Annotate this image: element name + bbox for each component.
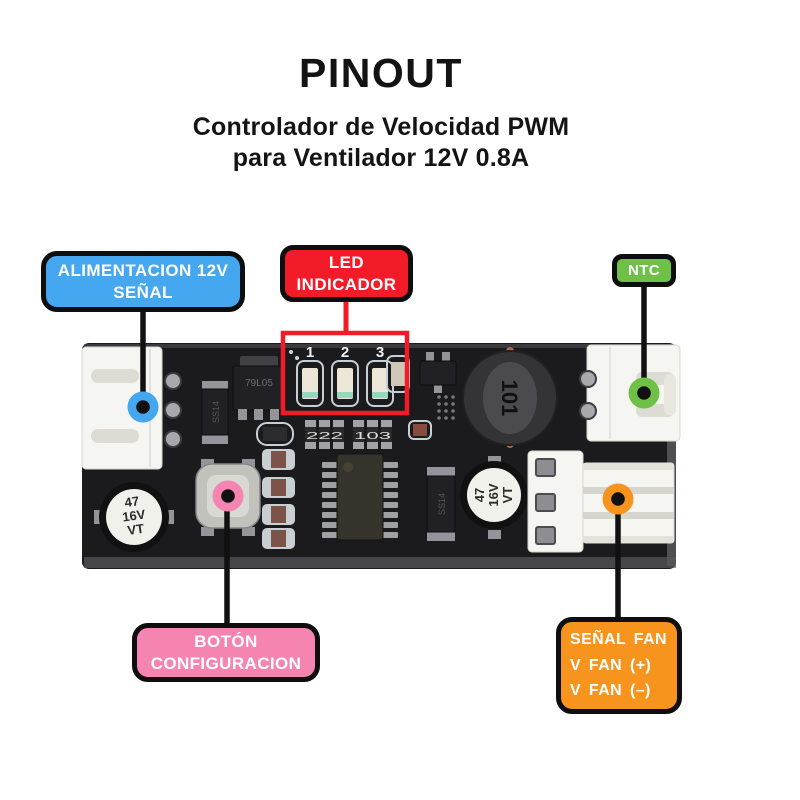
subtitle-line-1: Controlador de Velocidad PWM	[192, 113, 570, 141]
callout-power-line-1: ALIMENTACION 12V	[57, 260, 229, 280]
callout-led-line-1: LED	[328, 252, 365, 272]
inductor: 101	[462, 347, 558, 448]
callout-power-signal: ALIMENTACION 12V SEÑAL	[41, 251, 245, 312]
capacitor-marking: VT	[126, 521, 145, 538]
led-number-3: 3	[376, 344, 384, 361]
capacitor-marking: 16V	[121, 506, 146, 524]
page-subtitle: Controlador de Velocidad PWM para Ventil…	[0, 112, 762, 173]
led-2	[331, 360, 359, 407]
button-pin-marker	[212, 480, 244, 512]
diode-marking: SS14	[211, 401, 221, 423]
led-number-2: 2	[341, 344, 349, 361]
callout-ntc: NTC	[612, 254, 676, 287]
capacitor-c1: 47 16V VT	[94, 482, 174, 552]
diode-d1: SS14	[201, 381, 229, 444]
diode-marking: SS14	[437, 493, 447, 515]
page-title: PINOUT	[299, 50, 463, 96]
leader-lines	[140, 283, 647, 625]
resistor-marking-222: 222	[306, 431, 344, 442]
callout-led-line-2: INDICADOR	[296, 274, 397, 294]
callout-fan-line-1: SEÑAL FAN	[570, 630, 667, 648]
fan-connector	[527, 450, 675, 553]
inductor-marking: 101	[497, 380, 522, 417]
power-pin-marker	[127, 391, 159, 423]
callout-button-line-2: CONFIGURACION	[150, 653, 302, 673]
resistor-network-222: 222	[305, 420, 344, 449]
callout-fan-line-3: V FAN (–)	[570, 682, 651, 700]
capacitor-marking: 47	[472, 488, 487, 502]
callout-config-button: BOTÓN CONFIGURACION	[132, 623, 320, 682]
resistor-marking-103: 103	[354, 431, 392, 442]
voltage-regulator: 79L05	[232, 356, 286, 420]
pin-markers	[127, 377, 660, 515]
subtitle-line-2: para Ventilador 12V 0.8A	[232, 143, 530, 172]
capacitor-c2: 47 16V VT	[460, 456, 528, 539]
callout-fan-signal: SEÑAL FAN V FAN (+) V FAN (–)	[556, 617, 682, 714]
regulator-marking: 79L05	[245, 378, 273, 389]
callout-led-indicator: LED INDICADOR	[280, 245, 413, 302]
ntc-pin-marker	[628, 377, 660, 409]
capacitor-marking: VT	[500, 487, 515, 504]
fan-pin-marker	[602, 483, 634, 515]
led-1	[296, 360, 324, 407]
header: PINOUT Controlador de Velocidad PWM para…	[0, 0, 762, 173]
callout-power-line-2: SEÑAL	[113, 282, 173, 302]
capacitor-marking: 16V	[486, 483, 501, 506]
ic-chip	[322, 453, 398, 541]
via-grid	[437, 395, 455, 420]
callout-button-line-1: BOTÓN	[194, 631, 258, 651]
led-number-1: 1	[306, 344, 314, 361]
callout-fan-line-2: V FAN (+)	[570, 656, 652, 674]
capacitor-marking: 47	[124, 493, 140, 510]
resistor-column	[262, 449, 295, 549]
transistor	[419, 352, 457, 393]
small-passives	[256, 355, 432, 446]
diode-d2: SS14	[426, 467, 456, 541]
resistor-network-103: 103	[353, 420, 392, 449]
callout-ntc-label: NTC	[627, 261, 661, 279]
